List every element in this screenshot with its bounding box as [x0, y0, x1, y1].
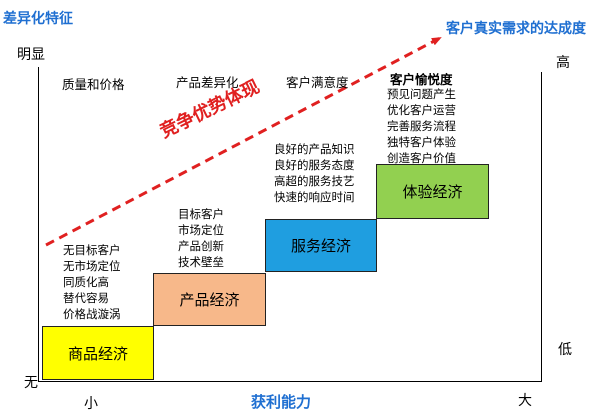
feature-item: 良好的服务态度: [274, 158, 355, 172]
feature-item: 替代容易: [63, 291, 109, 305]
x-axis-title: 获利能力: [251, 393, 312, 411]
feature-item: 良好的产品知识: [274, 142, 355, 156]
right-top-label: 高: [556, 55, 570, 71]
feature-item: 同质化高: [63, 275, 109, 289]
header-product-differentiation: 产品差异化: [176, 75, 239, 90]
feature-item: 创造客户价值: [387, 151, 456, 165]
feature-item: 产品创新: [178, 239, 224, 253]
features-experience: 预见问题产生 优化客户运营 完善服务流程 独特客户体验 创造客户价值: [387, 86, 456, 166]
feature-item: 目标客户: [178, 207, 224, 221]
header-customer-delight: 客户愉悦度: [390, 72, 453, 87]
top-right-title: 客户真实需求的达成度: [446, 21, 586, 37]
right-axis-line: [541, 72, 542, 382]
stage-box-commodity-economy: 商品经济: [42, 326, 154, 380]
feature-item: 无目标客户: [63, 243, 121, 257]
feature-item: 优化客户运营: [387, 103, 456, 117]
feature-item: 高超的服务技艺: [274, 174, 355, 188]
y-axis-bottom-label: 无: [24, 375, 38, 391]
x-axis-right-label: 大: [518, 393, 532, 409]
header-customer-satisfaction: 客户满意度: [286, 75, 349, 90]
features-commodity: 无目标客户 无市场定位 同质化高 替代容易 价格战漩涡: [63, 242, 121, 322]
right-bottom-label: 低: [558, 342, 572, 358]
feature-item: 预见问题产生: [387, 87, 456, 101]
y-axis-line: [38, 67, 39, 382]
feature-item: 无市场定位: [63, 259, 121, 273]
y-axis-title: 差异化特征: [3, 11, 73, 27]
feature-item: 完善服务流程: [387, 119, 456, 133]
y-axis-top-label: 明显: [17, 47, 45, 63]
stage-box-experience-economy: 体验经济: [376, 164, 489, 219]
x-axis-line: [38, 381, 542, 382]
feature-item: 技术壁垒: [178, 255, 224, 269]
feature-item: 独特客户体验: [387, 135, 456, 149]
feature-item: 快速的响应时间: [274, 190, 355, 204]
features-service: 良好的产品知识 良好的服务态度 高超的服务技艺 快速的响应时间: [274, 141, 355, 205]
feature-item: 价格战漩涡: [63, 307, 121, 321]
features-product: 目标客户 市场定位 产品创新 技术壁垒: [178, 206, 224, 270]
x-axis-left-label: 小: [84, 396, 98, 412]
feature-item: 市场定位: [178, 223, 224, 237]
header-quality-price: 质量和价格: [62, 77, 125, 92]
stage-box-service-economy: 服务经济: [265, 219, 377, 272]
stage-box-product-economy: 产品经济: [153, 273, 266, 326]
